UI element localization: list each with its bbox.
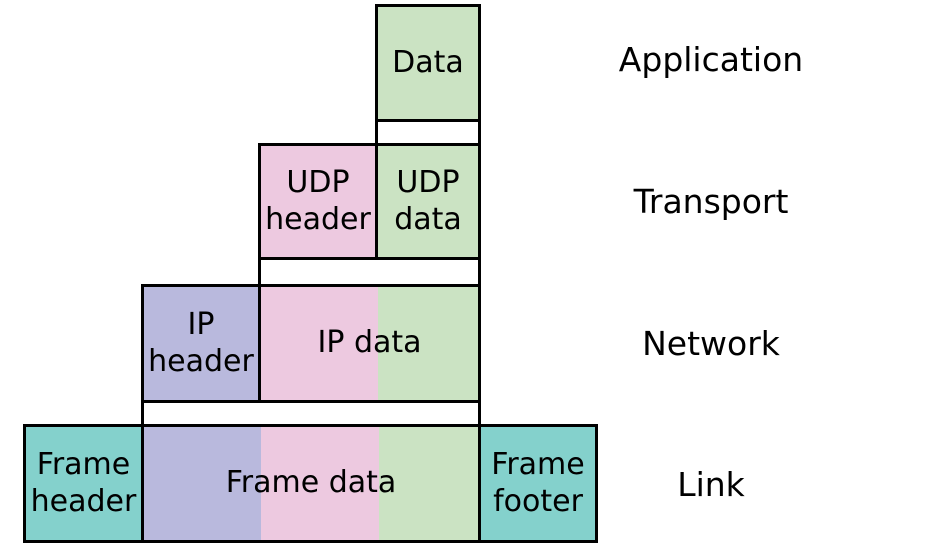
udp-header-box: UDP header: [258, 143, 378, 260]
layer-label-network-text: Network: [642, 323, 780, 363]
udp-data-box: UDP data: [375, 143, 481, 260]
connector-transport-network: [258, 257, 481, 287]
layer-label-application: Application: [591, 35, 831, 83]
connector-network-link: [141, 400, 481, 427]
ip-data-label: IP data: [317, 325, 422, 361]
layer-label-transport-text: Transport: [633, 181, 789, 221]
layer-label-network: Network: [591, 319, 831, 367]
udp-data-label: UDP data: [394, 164, 462, 237]
ip-header-label: IP header: [148, 306, 254, 379]
ip-data-box: IP data: [258, 284, 481, 403]
data-box-label: Data: [392, 44, 464, 80]
data-box: Data: [375, 4, 481, 122]
frame-header-box: Frame header: [23, 424, 144, 543]
udp-header-label: UDP header: [265, 164, 371, 237]
frame-data-box: Frame data: [141, 424, 481, 543]
layer-label-application-text: Application: [618, 39, 804, 79]
layer-label-link-text: Link: [677, 464, 745, 504]
ip-header-box: IP header: [141, 284, 261, 403]
layer-label-link: Link: [591, 460, 831, 508]
frame-footer-box: Frame footer: [478, 424, 598, 543]
frame-data-label: Frame data: [225, 465, 397, 501]
connector-application-transport: [375, 119, 481, 146]
layer-label-transport: Transport: [591, 177, 831, 225]
frame-footer-label: Frame footer: [491, 446, 585, 519]
frame-header-label: Frame header: [30, 446, 137, 519]
